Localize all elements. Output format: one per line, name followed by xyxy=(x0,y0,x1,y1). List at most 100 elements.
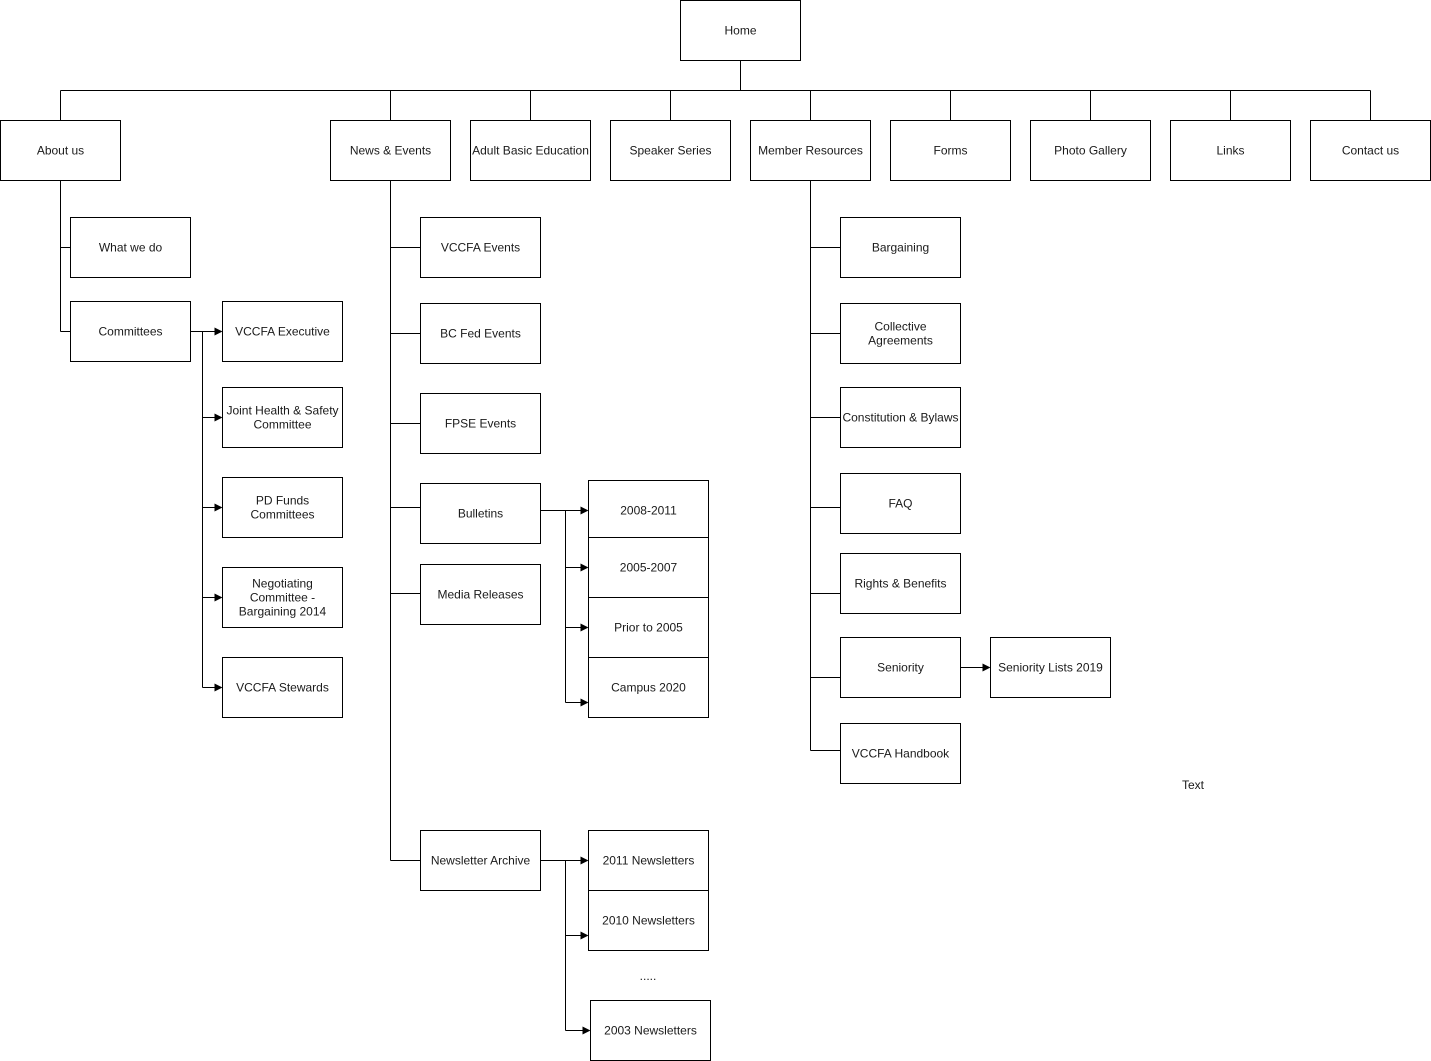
node-label: BC Fed Events xyxy=(440,327,521,341)
node-box xyxy=(588,537,709,598)
node-box xyxy=(70,217,191,278)
node-what-we-do: What we do xyxy=(70,217,191,278)
node-box xyxy=(588,597,709,658)
node-box xyxy=(222,387,343,448)
node-bc-fed-events: BC Fed Events xyxy=(420,303,541,364)
node-label: Forms xyxy=(934,144,968,158)
node-label: 2010 Newsletters xyxy=(602,914,695,928)
node-news-events: News & Events xyxy=(330,120,451,181)
node-label: VCCFA Handbook xyxy=(852,747,950,761)
node-box xyxy=(590,1000,711,1061)
node-box xyxy=(70,301,191,362)
node-label: 2011 Newsletters xyxy=(603,854,695,868)
node-box xyxy=(1030,120,1151,181)
node-label: Constitution & Bylaws xyxy=(842,411,958,425)
node-newsletters-2003: 2003 Newsletters xyxy=(590,1000,711,1061)
node-box xyxy=(470,120,591,181)
node-links: Links xyxy=(1170,120,1291,181)
node-box xyxy=(840,637,961,698)
node-box xyxy=(420,564,541,625)
node-label: Seniority xyxy=(877,661,924,675)
node-box xyxy=(680,0,801,61)
node-about-us: About us xyxy=(0,120,121,181)
node-box xyxy=(588,830,709,891)
node-box xyxy=(840,217,961,278)
ellipsis-label: ..... xyxy=(640,969,657,983)
node-newsletter-archive: Newsletter Archive xyxy=(420,830,541,891)
node-label: VCCFA Executive xyxy=(235,325,330,339)
node-label: Photo Gallery xyxy=(1054,144,1127,158)
node-box xyxy=(420,830,541,891)
node-box xyxy=(750,120,871,181)
node-box xyxy=(588,890,709,951)
node-label: Bargaining 2014 xyxy=(239,605,327,619)
node-box xyxy=(222,477,343,538)
node-label: Collective xyxy=(874,320,926,334)
node-box xyxy=(588,480,709,541)
node-label: Committee xyxy=(253,418,311,432)
node-seniority: Seniority xyxy=(840,637,961,698)
node-media-releases: Media Releases xyxy=(420,564,541,625)
node-label: 2005-2007 xyxy=(620,561,678,575)
node-label: Speaker Series xyxy=(629,144,711,158)
node-home: Home xyxy=(680,0,801,61)
node-label: Seniority Lists 2019 xyxy=(998,661,1103,675)
free-labels: ..... Text xyxy=(640,778,1205,983)
node-box xyxy=(420,217,541,278)
node-label: Home xyxy=(724,24,756,38)
node-box xyxy=(222,657,343,718)
node-campus-2020: Campus 2020 xyxy=(588,657,709,718)
node-newsletters-2010: 2010 Newsletters xyxy=(588,890,709,951)
node-label: About us xyxy=(37,144,84,158)
node-member-resources: Member Resources xyxy=(750,120,871,181)
node-label: FAQ xyxy=(888,497,912,511)
node-label: Negotiating xyxy=(252,577,313,591)
node-label: Rights & Benefits xyxy=(854,577,946,591)
node-label: Bulletins xyxy=(458,507,503,521)
text-label: Text xyxy=(1182,778,1205,792)
node-box xyxy=(990,637,1111,698)
node-bulletins-prior-2005: Prior to 2005 xyxy=(588,597,709,658)
node-label: Agreements xyxy=(868,334,933,348)
node-box xyxy=(610,120,731,181)
node-box xyxy=(840,387,961,448)
node-box xyxy=(420,303,541,364)
node-label: VCCFA Stewards xyxy=(236,681,329,695)
node-committees: Committees xyxy=(70,301,191,362)
node-box xyxy=(222,567,343,628)
node-vccfa-events: VCCFA Events xyxy=(420,217,541,278)
node-constitution-bylaws: Constitution & Bylaws xyxy=(840,387,961,448)
node-label: Adult Basic Education xyxy=(472,144,589,158)
node-photo-gallery: Photo Gallery xyxy=(1030,120,1151,181)
node-label: Committee - xyxy=(250,591,315,605)
node-bulletins-2005-2007: 2005-2007 xyxy=(588,537,709,598)
node-seniority-lists-2019: Seniority Lists 2019 xyxy=(990,637,1111,698)
connector-lines xyxy=(60,60,1371,1035)
node-contact-us: Contact us xyxy=(1310,120,1431,181)
node-box xyxy=(222,301,343,362)
node-vccfa-handbook: VCCFA Handbook xyxy=(840,723,961,784)
node-box xyxy=(0,120,121,181)
node-fpse-events: FPSE Events xyxy=(420,393,541,454)
node-box xyxy=(840,723,961,784)
node-label: Media Releases xyxy=(437,588,523,602)
node-label: News & Events xyxy=(350,144,431,158)
node-box xyxy=(1170,120,1291,181)
node-rights-benefits: Rights & Benefits xyxy=(840,553,961,614)
node-forms: Forms xyxy=(890,120,1011,181)
node-label: 2003 Newsletters xyxy=(604,1024,697,1038)
node-box xyxy=(840,553,961,614)
node-newsletters-2011: 2011 Newsletters xyxy=(588,830,709,891)
node-speaker-series: Speaker Series xyxy=(610,120,731,181)
node-label: FPSE Events xyxy=(445,417,516,431)
node-label: PD Funds xyxy=(256,494,309,508)
node-vccfa-executive: VCCFA Executive xyxy=(222,301,343,362)
node-box xyxy=(420,483,541,544)
node-box xyxy=(840,473,961,534)
